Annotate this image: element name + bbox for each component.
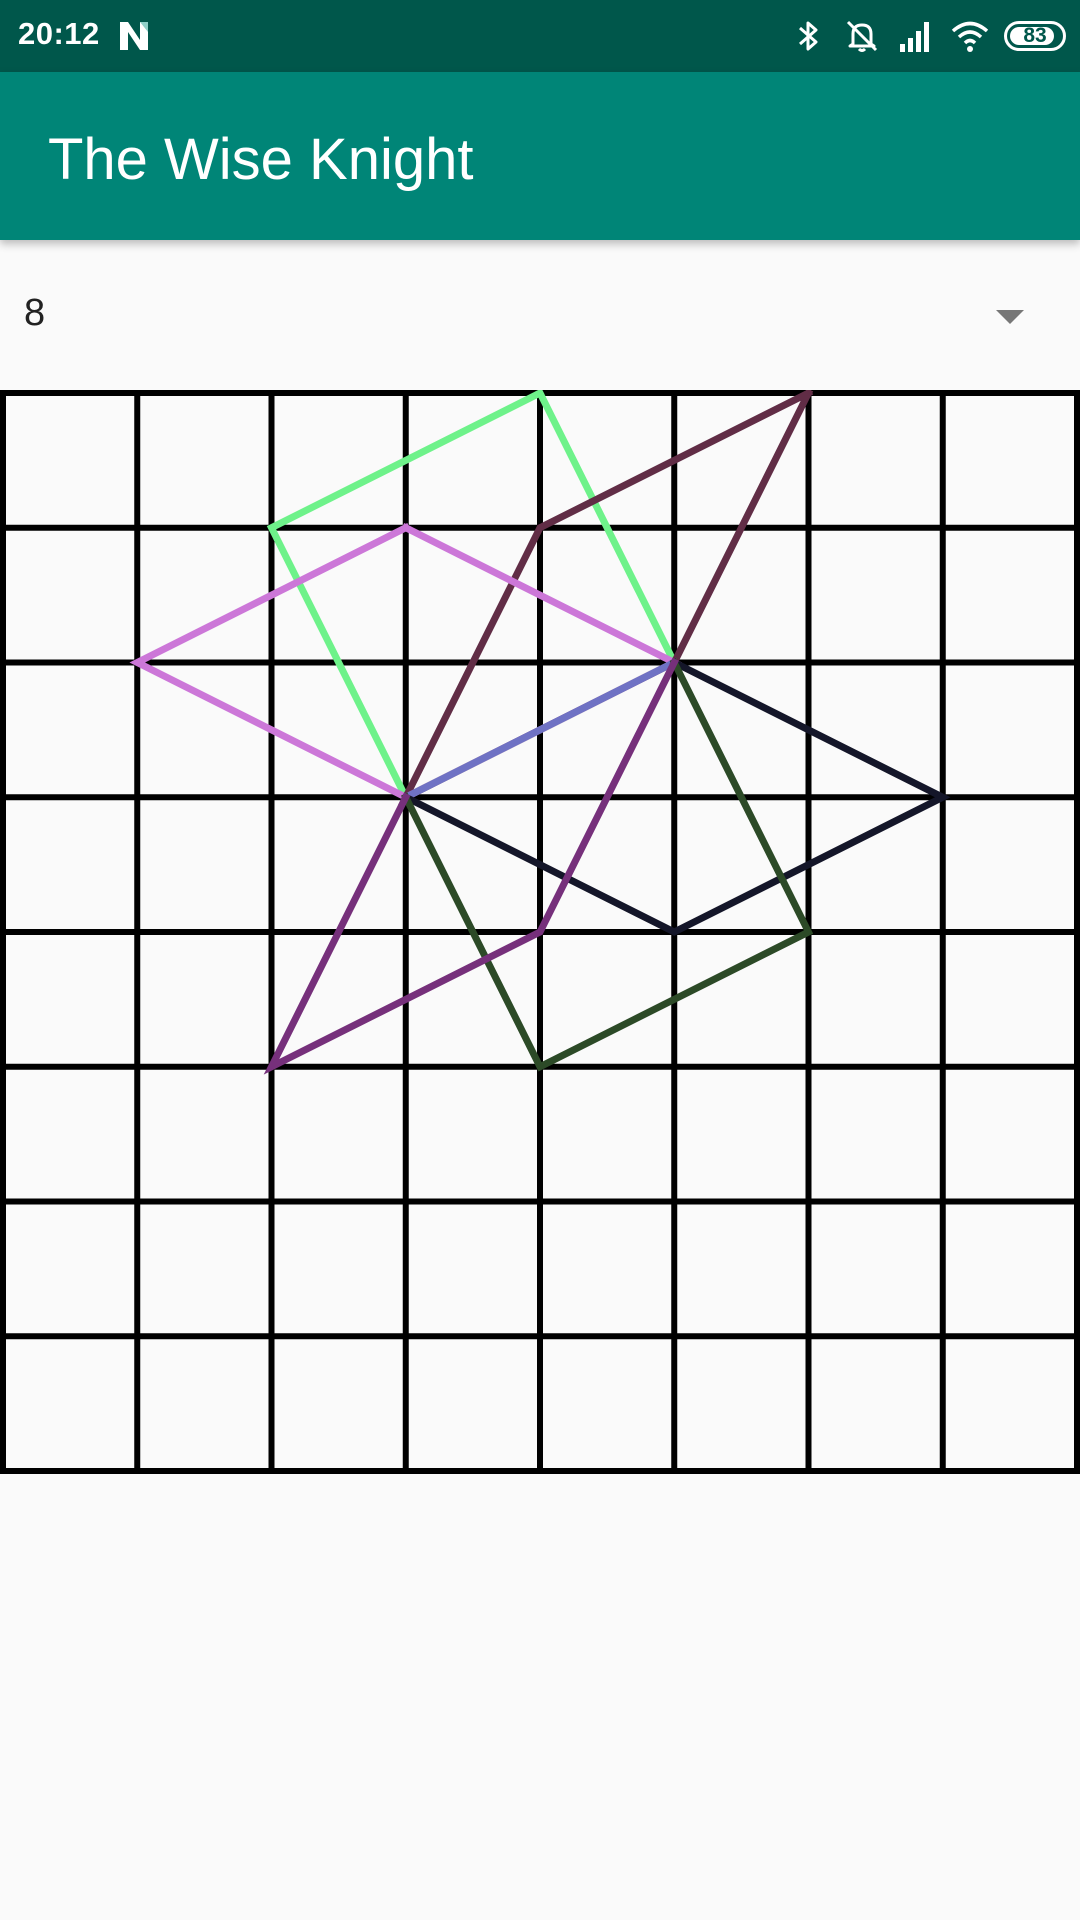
board-cell[interactable] — [406, 932, 540, 1067]
board-cell[interactable] — [809, 1067, 943, 1202]
board-cell[interactable] — [674, 663, 808, 798]
board-cell[interactable] — [809, 797, 943, 932]
board-cell[interactable] — [272, 1202, 406, 1337]
board-cell[interactable] — [137, 932, 271, 1067]
board-cell[interactable] — [674, 1202, 808, 1337]
board-cell[interactable] — [272, 1067, 406, 1202]
knight-path — [401, 657, 679, 802]
board-cell[interactable] — [943, 1336, 1077, 1471]
board-cell[interactable] — [3, 932, 137, 1067]
n-logo-icon — [120, 22, 148, 50]
board-cell[interactable] — [809, 528, 943, 663]
knight-path — [401, 657, 814, 1072]
board-cell[interactable] — [943, 393, 1077, 528]
board-cell[interactable] — [272, 528, 406, 663]
board-cell[interactable] — [809, 1336, 943, 1471]
board-cell[interactable] — [137, 797, 271, 932]
dropdown-arrow-icon[interactable] — [996, 310, 1024, 324]
board-cell[interactable] — [406, 663, 540, 798]
board-cell[interactable] — [540, 932, 674, 1067]
board-cell[interactable] — [540, 1067, 674, 1202]
board-cell[interactable] — [3, 528, 137, 663]
battery-icon: 83 — [1004, 21, 1066, 51]
board-cell[interactable] — [3, 1202, 137, 1337]
board-cell[interactable] — [809, 1202, 943, 1337]
board-cell[interactable] — [943, 797, 1077, 932]
board-cell[interactable] — [137, 1336, 271, 1471]
board-cell[interactable] — [3, 1067, 137, 1202]
board-cell[interactable] — [3, 1336, 137, 1471]
board-cell[interactable] — [137, 393, 271, 528]
board-cell[interactable] — [137, 528, 271, 663]
board-cell[interactable] — [406, 528, 540, 663]
board-cell[interactable] — [540, 797, 674, 932]
app-bar: The Wise Knight — [0, 72, 1080, 240]
board-cell[interactable] — [674, 1067, 808, 1202]
board-cell[interactable] — [540, 1202, 674, 1337]
board-cell[interactable] — [674, 1336, 808, 1471]
board-cell[interactable] — [272, 797, 406, 932]
chess-board[interactable] — [0, 390, 1080, 1474]
board-cell[interactable] — [809, 663, 943, 798]
board-cell[interactable] — [137, 663, 271, 798]
board-cell[interactable] — [406, 1067, 540, 1202]
board-cell[interactable] — [272, 663, 406, 798]
board-cell[interactable] — [272, 932, 406, 1067]
status-time: 20:12 — [18, 16, 100, 51]
board-cell[interactable] — [674, 393, 808, 528]
bluetooth-icon — [799, 21, 818, 51]
board-cell[interactable] — [3, 797, 137, 932]
board-cell[interactable] — [809, 393, 943, 528]
board-cell[interactable] — [540, 393, 674, 528]
board-cell[interactable] — [540, 528, 674, 663]
board-cell[interactable] — [540, 663, 674, 798]
board-cell[interactable] — [540, 1336, 674, 1471]
battery-level: 83 — [1023, 24, 1047, 47]
board-cell[interactable] — [137, 1067, 271, 1202]
board-cell[interactable] — [406, 393, 540, 528]
board-cell[interactable] — [674, 528, 808, 663]
board-cell[interactable] — [943, 1202, 1077, 1337]
board-cell[interactable] — [943, 528, 1077, 663]
board-cell[interactable] — [406, 1336, 540, 1471]
board-size-value: 8 — [24, 292, 46, 334]
board-cell[interactable] — [272, 393, 406, 528]
board-cell[interactable] — [272, 1336, 406, 1471]
board-cell[interactable] — [406, 1202, 540, 1337]
board-cell[interactable] — [943, 663, 1077, 798]
board-cell[interactable] — [943, 1067, 1077, 1202]
signal-icon — [900, 22, 929, 52]
board-cell[interactable] — [3, 393, 137, 528]
status-icons: 83 — [788, 14, 1066, 58]
status-bar: 20:12 83 — [0, 0, 1080, 72]
board-cell[interactable] — [406, 797, 540, 932]
knight-path — [263, 657, 679, 1075]
board-cell[interactable] — [3, 663, 137, 798]
board-size-dropdown[interactable]: 8 — [0, 240, 1080, 390]
board-cell[interactable] — [674, 932, 808, 1067]
board-cell[interactable] — [943, 932, 1077, 1067]
wifi-icon — [951, 21, 989, 52]
board-cell[interactable] — [809, 932, 943, 1067]
board-cell[interactable] — [674, 797, 808, 932]
app-title: The Wise Knight — [48, 127, 474, 192]
bell-off-icon — [846, 20, 878, 52]
knight-path — [401, 657, 951, 936]
board-cell[interactable] — [137, 1202, 271, 1337]
